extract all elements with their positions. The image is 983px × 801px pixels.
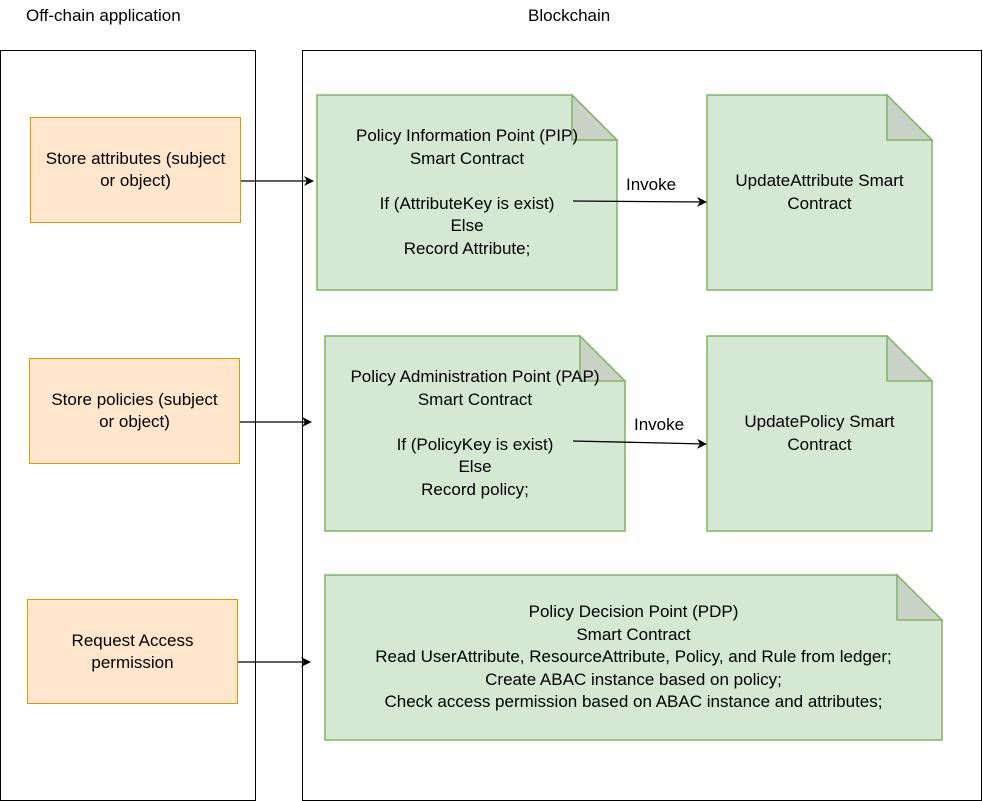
update-policy-line-2: Contract xyxy=(787,434,852,454)
store-attributes-line-1: Store attributes (subject xyxy=(45,149,226,168)
update-policy-text: UpdatePolicy Smart Contract xyxy=(707,336,932,531)
offchain-lane-title: Off-chain application xyxy=(26,6,181,25)
pip-record: Record Attribute; xyxy=(403,238,531,258)
pdp-note-shape[interactable] xyxy=(324,573,944,741)
pdp-check-line: Check access permission based on ABAC in… xyxy=(384,692,883,712)
pap-text: Policy Administration Point (PAP) Smart … xyxy=(325,336,625,531)
pdp-subtitle: Smart Contract xyxy=(576,624,691,644)
pap-else: Else xyxy=(458,457,492,476)
pip-text: Policy Information Point (PIP) Smart Con… xyxy=(317,95,617,290)
blockchain-lane-title: Blockchain xyxy=(528,6,611,25)
update-attribute-line-1: UpdateAttribute Smart xyxy=(735,171,904,190)
store-policies-line-2: or object) xyxy=(99,412,170,431)
invoke-label-2: Invoke xyxy=(634,415,685,434)
store-attributes-box[interactable]: Store attributes (subject or object) xyxy=(30,117,241,223)
pdp-title: Policy Decision Point (PDP) xyxy=(528,602,739,622)
pap-condition: If (PolicyKey is exist) xyxy=(396,434,554,454)
pip-else: Else xyxy=(450,216,484,235)
update-attribute-note-shape[interactable] xyxy=(706,93,934,291)
request-access-line-1: Request Access xyxy=(71,630,194,650)
update-policy-note-shape[interactable] xyxy=(706,334,934,532)
pip-title: Policy Information Point (PIP) xyxy=(355,126,579,145)
pap-subtitle: Smart Contract xyxy=(417,389,533,409)
pap-record: Record policy; xyxy=(421,479,529,499)
update-attribute-line-2: Contract xyxy=(787,193,852,213)
store-attributes-line-2: or object) xyxy=(100,171,171,190)
invoke-label-1: Invoke xyxy=(626,175,677,194)
update-policy-line-1: UpdatePolicy Smart xyxy=(744,412,895,431)
arrow-pap-invoke-update-policy xyxy=(572,438,707,449)
pdp-read-line: Read UserAttribute, ResourceAttribute, P… xyxy=(375,647,892,667)
store-policies-box[interactable]: Store policies (subject or object) xyxy=(29,358,240,464)
update-attribute-text: UpdateAttribute Smart Contract xyxy=(707,95,932,290)
pap-note-shape[interactable] xyxy=(324,334,627,532)
pip-condition: If (AttributeKey is exist) xyxy=(379,193,555,213)
pdp-text: Policy Decision Point (PDP) Smart Contra… xyxy=(325,575,942,740)
store-policies-line-1: Store policies (subject xyxy=(51,390,218,409)
request-access-box[interactable]: Request Access permission xyxy=(27,599,238,704)
pip-subtitle: Smart Contract xyxy=(409,148,525,168)
pdp-create-line: Create ABAC instance based on policy; xyxy=(485,669,782,689)
pap-title: Policy Administration Point (PAP) xyxy=(350,367,600,386)
pip-note-shape[interactable] xyxy=(316,93,619,291)
request-access-line-2: permission xyxy=(91,652,174,672)
arrow-pip-invoke-update-attribute xyxy=(572,196,707,207)
